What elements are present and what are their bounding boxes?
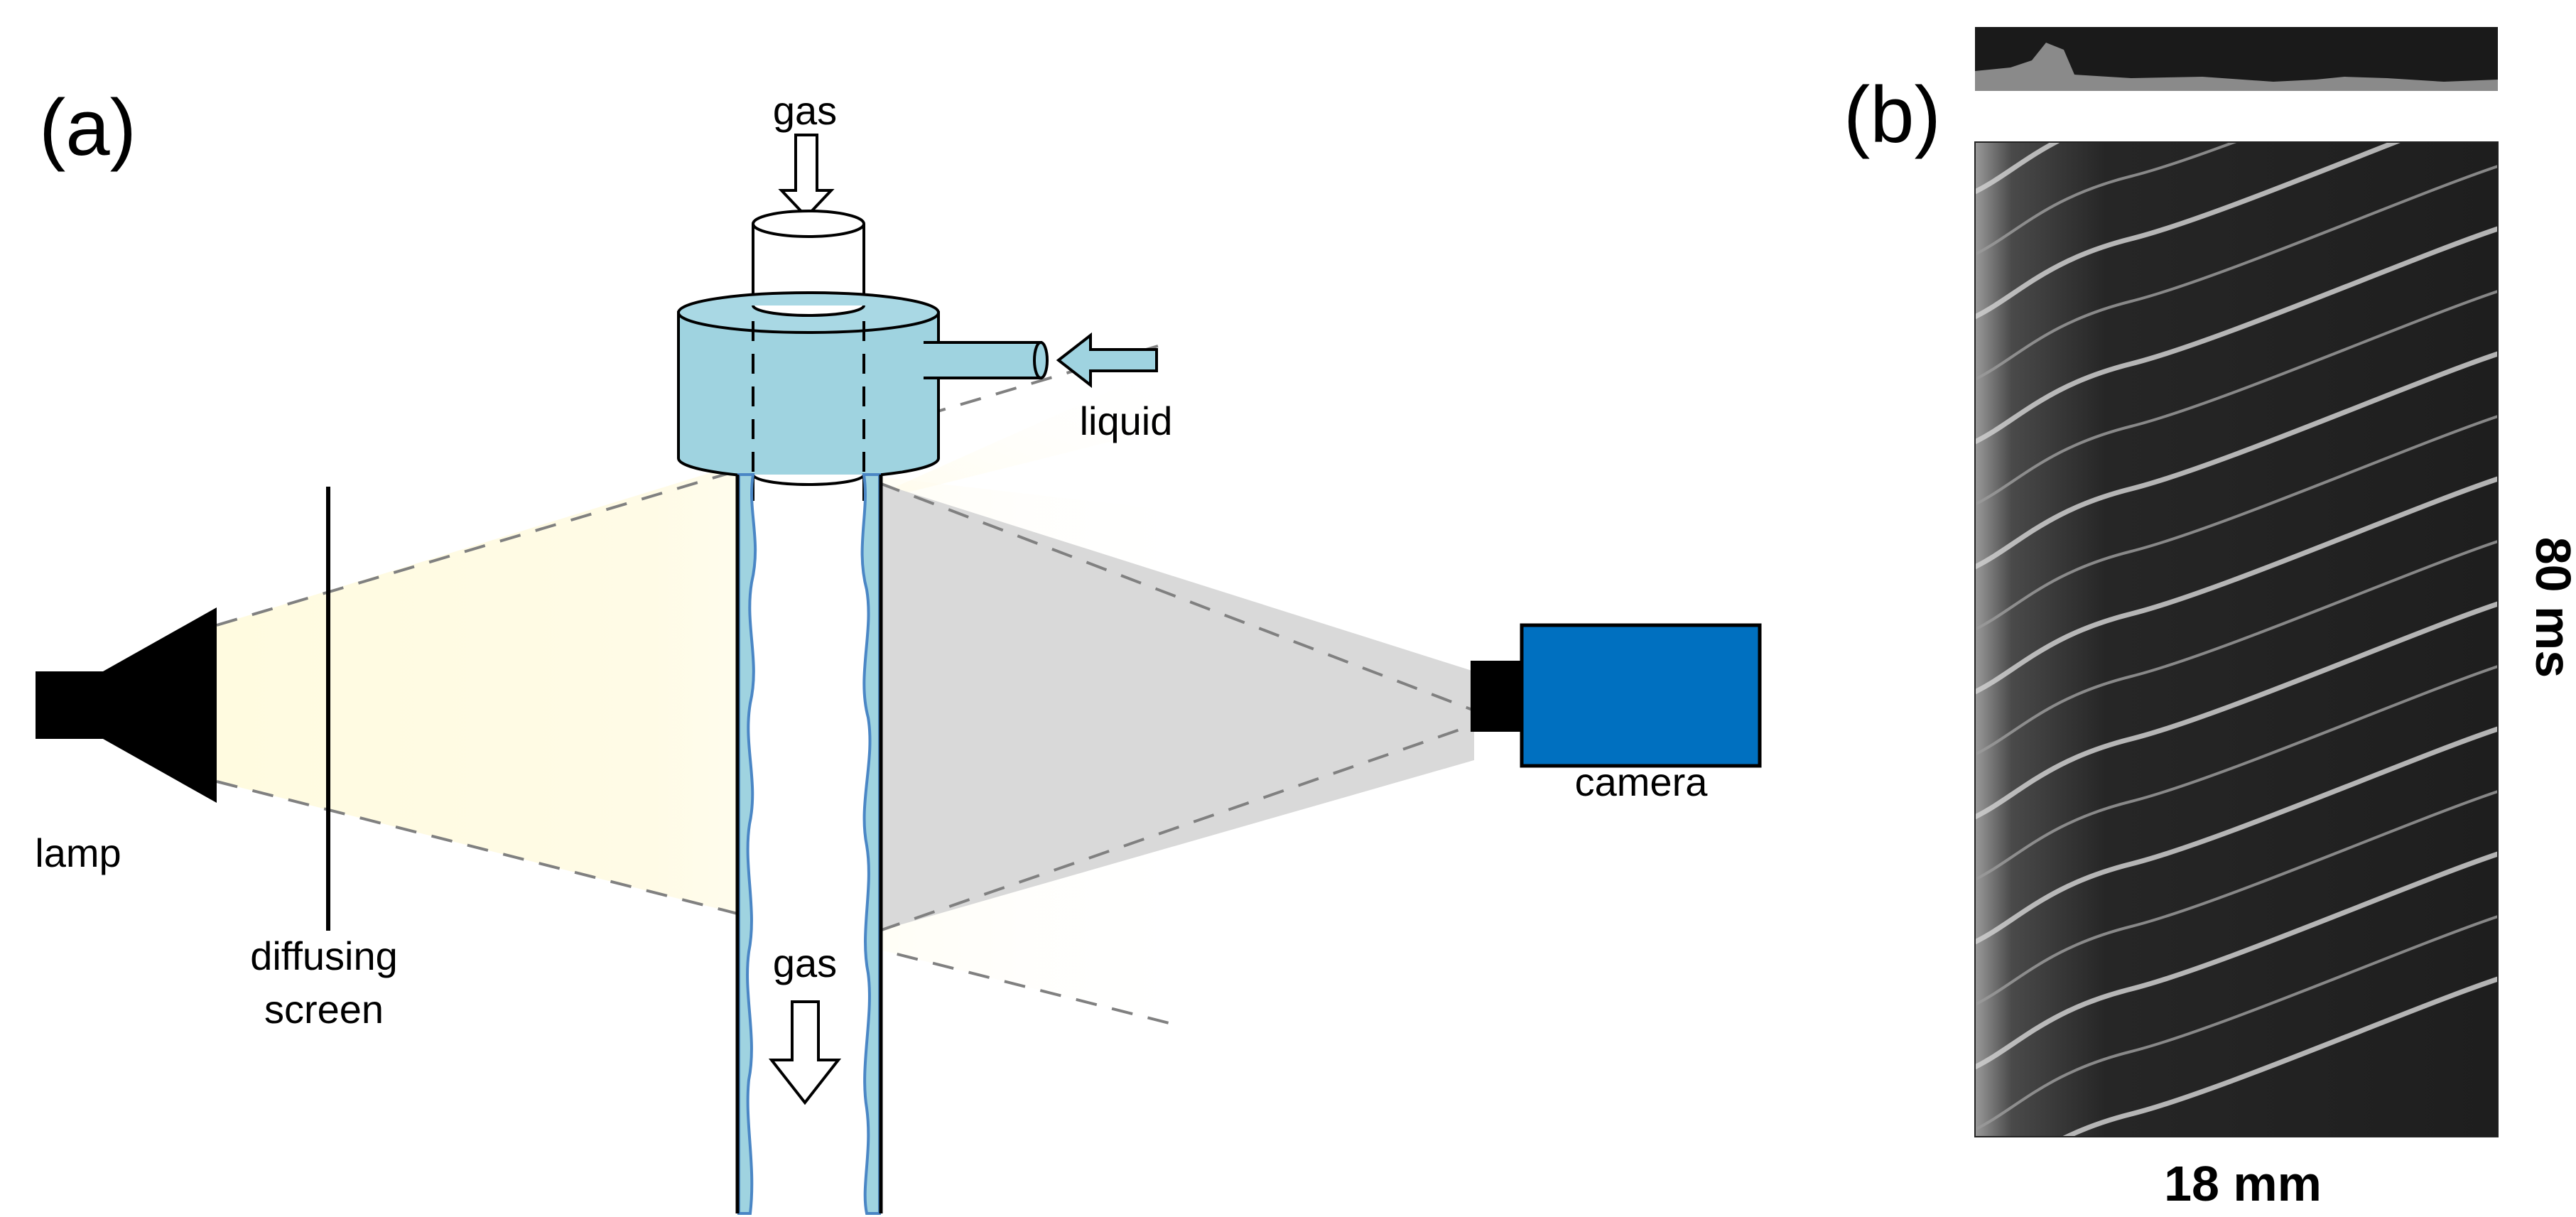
panel-a: (a) lamp diffusing screen gas bbox=[35, 83, 1762, 1215]
camera-label: camera bbox=[1575, 759, 1709, 804]
wave-streak bbox=[1975, 915, 2498, 1131]
beam-edge-lower bbox=[216, 780, 1184, 1028]
liquid-film-left bbox=[737, 473, 757, 1215]
wave-streak bbox=[1975, 415, 2498, 631]
wave-streak bbox=[1975, 226, 2498, 445]
wave-streaks bbox=[1975, 142, 2498, 1137]
view-edge-upper bbox=[879, 482, 1475, 712]
wave-streak bbox=[1975, 540, 2498, 756]
view-edge-lower bbox=[879, 723, 1475, 932]
lamp bbox=[36, 607, 217, 803]
gas-tube-top bbox=[752, 210, 865, 314]
liquid-inlet-pipe bbox=[924, 341, 1049, 379]
diffusing-screen-label-line2: screen bbox=[264, 987, 384, 1032]
gas-outlet-label: gas bbox=[773, 941, 837, 985]
wave-streak bbox=[1975, 665, 2498, 881]
camera bbox=[1471, 623, 1762, 768]
test-section-tube bbox=[735, 473, 883, 1215]
y-scale-label: 80 ms bbox=[2526, 537, 2576, 678]
wave-streak bbox=[1975, 142, 2062, 195]
liquid-chamber bbox=[677, 291, 940, 480]
wave-streak bbox=[1975, 351, 2498, 570]
wave-streak bbox=[1975, 476, 2498, 695]
spatio-temporal-image bbox=[1974, 141, 2499, 1137]
gas-inlet-arrow-icon bbox=[778, 134, 835, 219]
liquid-inlet-arrow-icon bbox=[1056, 332, 1158, 389]
panel-b: (b) 18 mm 80 ms bbox=[1844, 27, 2576, 1211]
panel-a-label: (a) bbox=[39, 83, 136, 172]
diffusing-screen-label-line1: diffusing bbox=[250, 934, 398, 978]
panel-b-label: (b) bbox=[1844, 70, 1941, 159]
wave-streak bbox=[1975, 851, 2498, 1070]
gas-outlet-arrow-icon bbox=[768, 1000, 842, 1105]
wave-streak bbox=[1975, 142, 2403, 320]
x-scale-label: 18 mm bbox=[2164, 1156, 2322, 1211]
wave-streak bbox=[1975, 142, 2239, 256]
wave-streak bbox=[1975, 165, 2498, 381]
wave-streak bbox=[2061, 976, 2498, 1137]
wave-streak bbox=[1975, 790, 2498, 1006]
camera-field-of-view bbox=[880, 483, 1474, 931]
light-beam-upper-glow bbox=[888, 369, 1172, 497]
beam-edge-upper bbox=[216, 342, 1166, 627]
gas-inlet-label: gas bbox=[773, 88, 837, 133]
wave-streak bbox=[1975, 290, 2498, 506]
wave-streak bbox=[1975, 726, 2498, 945]
wave-streak bbox=[1975, 601, 2498, 820]
lamp-label: lamp bbox=[35, 831, 121, 875]
liquid-film-right bbox=[860, 473, 881, 1215]
liquid-label: liquid bbox=[1080, 399, 1173, 443]
film-profile-strip bbox=[1975, 27, 2498, 91]
